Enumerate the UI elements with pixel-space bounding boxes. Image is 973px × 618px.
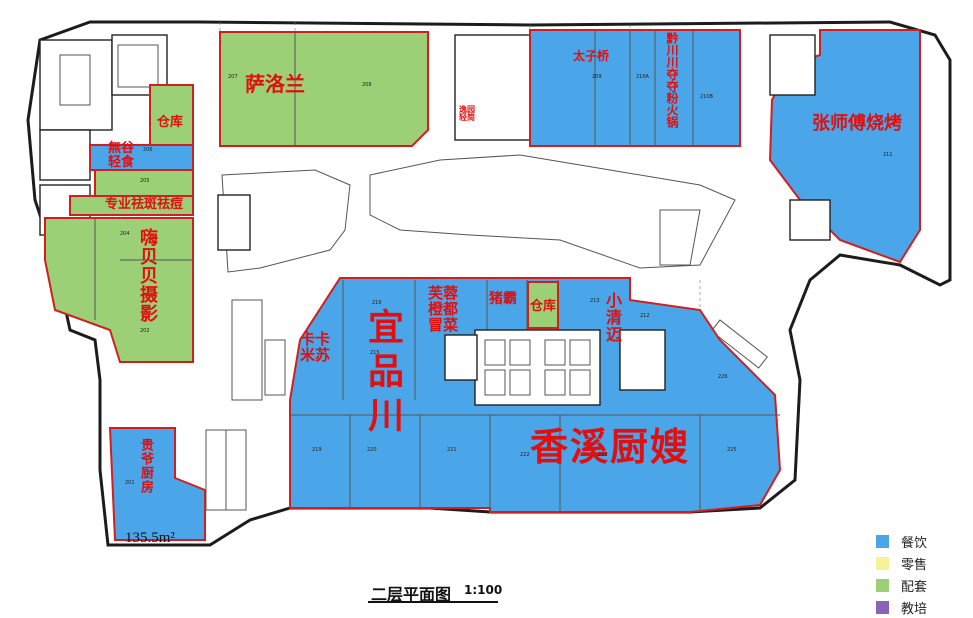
legend-label: 教培 bbox=[901, 601, 928, 617]
unit-209-210 bbox=[529, 29, 741, 147]
unit-number: 223 bbox=[598, 452, 608, 458]
unit-number: 210A bbox=[636, 74, 649, 80]
unit-number: 220 bbox=[367, 447, 377, 453]
tenant-zhangshifu: 张师傅烧烤 bbox=[812, 113, 902, 134]
unit-number: 211 bbox=[883, 152, 893, 158]
legend-item: 零售 bbox=[876, 552, 966, 574]
tenant-saluolan: 萨洛兰 bbox=[245, 72, 305, 96]
unit-number: 205 bbox=[140, 178, 150, 184]
unit-cangku-center bbox=[527, 281, 559, 329]
unit-number: 206 bbox=[143, 147, 153, 153]
atrium-void-center bbox=[369, 154, 736, 269]
unit-number: 219 bbox=[312, 447, 322, 453]
unit-207-208 bbox=[219, 31, 429, 147]
tenant-wugu: 無谷 轻食 bbox=[108, 141, 135, 170]
unit-zhuanye bbox=[69, 195, 194, 216]
unit-number: 207 bbox=[228, 74, 238, 80]
tenant-yiyuan: 逸园 轻简 bbox=[459, 105, 475, 123]
unit-number: 201 bbox=[125, 480, 135, 486]
title-underline bbox=[368, 601, 498, 603]
tenant-kaka: 卡卡 米苏 bbox=[300, 330, 331, 364]
escalators bbox=[205, 319, 768, 511]
tenant-furong: 芙蓉 橙都 冒菜 bbox=[428, 284, 459, 334]
unit-number: 222 bbox=[520, 452, 530, 458]
unit-201 bbox=[108, 427, 206, 541]
tenant-qianchuan: 黔川川夺夺粉火锅 bbox=[665, 32, 679, 128]
core-center bbox=[474, 329, 601, 406]
tenant-zhuba: 猪霸 bbox=[489, 291, 517, 307]
unit-number: 213 bbox=[590, 298, 600, 304]
unit-number: 204 bbox=[120, 231, 130, 237]
tenant-cangku-center: 仓库 bbox=[530, 299, 557, 314]
legend-item: 配套 bbox=[876, 574, 966, 596]
tenant-yipinchuan: 宜品川 bbox=[362, 308, 403, 440]
unit-number: 221 bbox=[447, 447, 457, 453]
tenant-cangku-left: 仓库 bbox=[157, 115, 184, 130]
unit-number: 208 bbox=[362, 82, 372, 88]
tenant-haibeibei: 嗨贝贝摄影 bbox=[137, 228, 158, 323]
tenant-xiaoqingmai: 小清迈 bbox=[603, 292, 622, 343]
legend-label: 零售 bbox=[901, 557, 928, 573]
atrium-void-left bbox=[221, 169, 351, 273]
legend-item: 教培 bbox=[876, 596, 966, 618]
unit-number: 202 bbox=[140, 328, 150, 334]
unit-number: 216 bbox=[372, 300, 382, 306]
unit-201-area: 135.5m² bbox=[125, 530, 175, 546]
core-stair-209 bbox=[454, 34, 531, 141]
legend-swatch bbox=[876, 556, 889, 570]
unit-number: 209 bbox=[592, 74, 602, 80]
legend-label: 配套 bbox=[901, 579, 928, 595]
tenant-xiangxi: 香溪厨嫂 bbox=[530, 425, 691, 469]
unit-number: 215 bbox=[370, 350, 380, 356]
legend-swatch bbox=[876, 534, 889, 548]
unit-number: 225 bbox=[727, 447, 737, 453]
unit-204-202 bbox=[44, 217, 194, 363]
legend-label: 餐饮 bbox=[901, 535, 928, 551]
tenant-zhuanye: 专业祛斑祛痘 bbox=[105, 197, 184, 212]
legend-swatch bbox=[876, 578, 889, 592]
tenant-taiziqiao: 太子桥 bbox=[573, 49, 610, 63]
legend: 餐饮 零售 配套 教培 bbox=[876, 530, 966, 618]
tenant-guiye: 贵爷厨房 bbox=[138, 438, 153, 494]
legend-swatch bbox=[876, 600, 889, 614]
unit-206 bbox=[89, 144, 194, 171]
plan-scale: 1:100 bbox=[464, 583, 503, 597]
unit-number: 226 bbox=[718, 374, 728, 380]
legend-item: 餐饮 bbox=[876, 530, 966, 552]
unit-number: 212 bbox=[640, 313, 650, 319]
unit-number: 210B bbox=[700, 94, 713, 100]
plan-title: 二层平面图 bbox=[371, 585, 452, 604]
